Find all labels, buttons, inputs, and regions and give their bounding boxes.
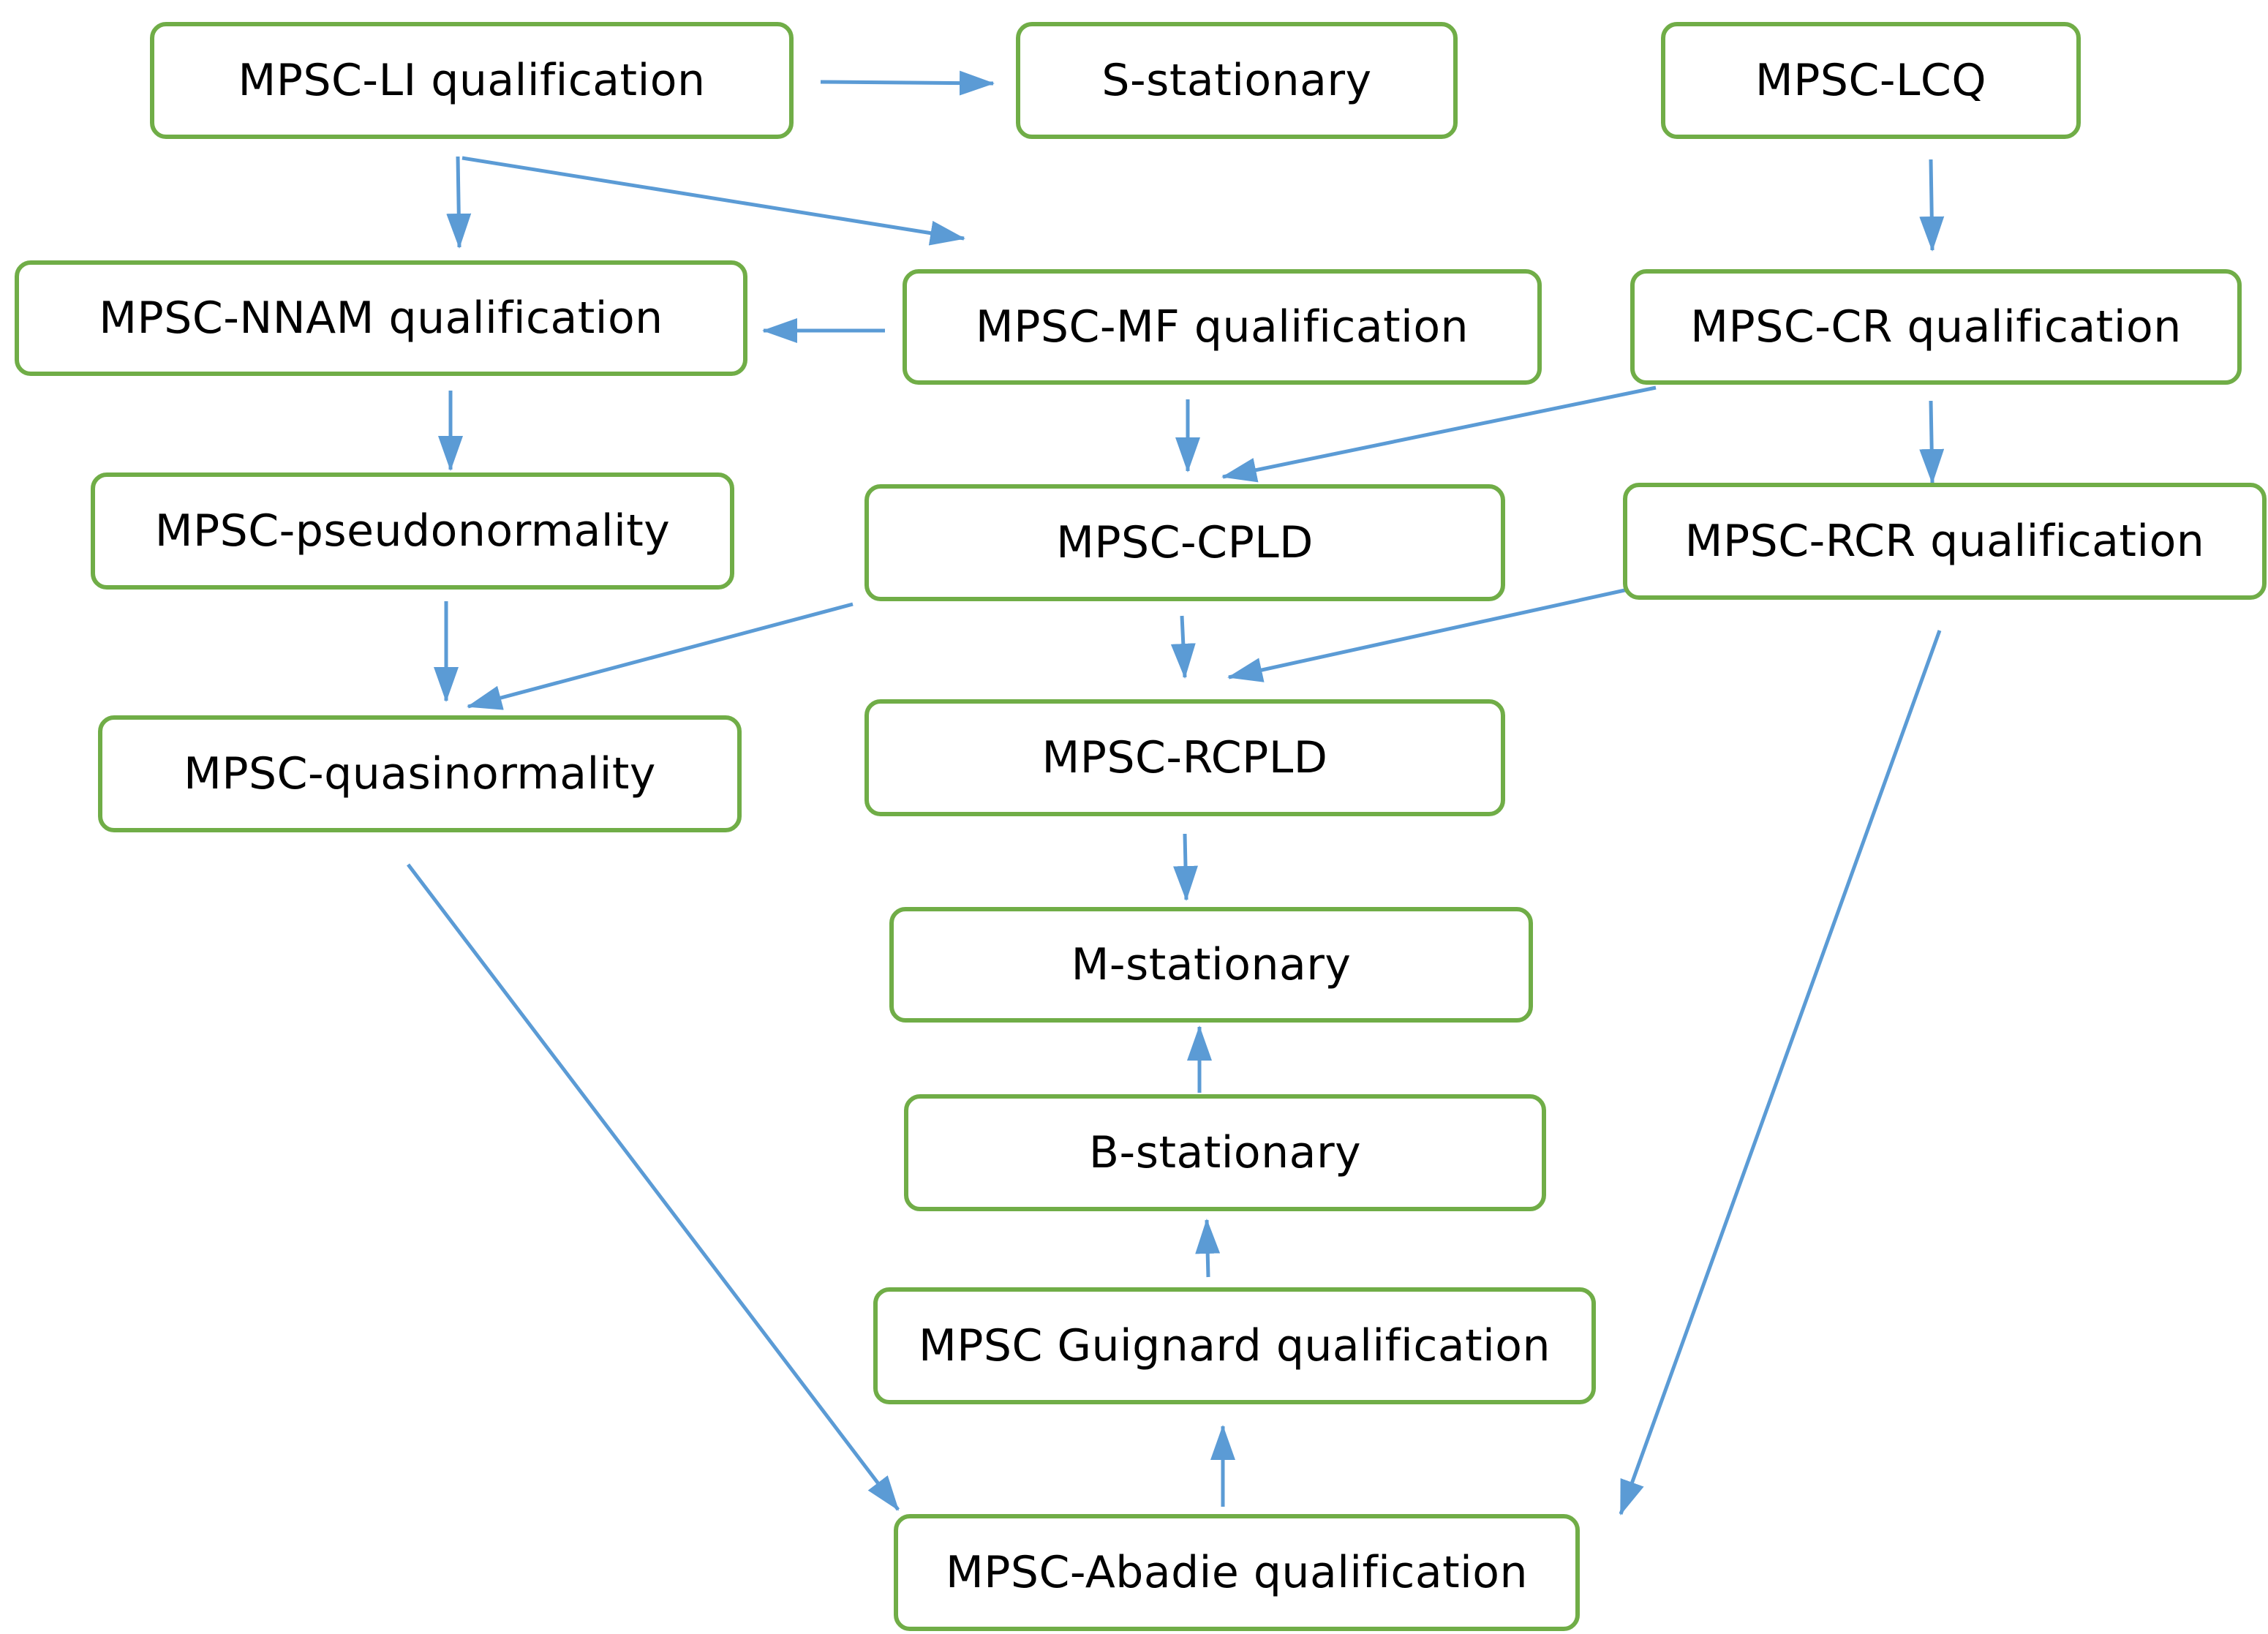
node-label: B-stationary <box>1088 1127 1362 1178</box>
arrow-quasi-to-abad <box>407 863 900 1511</box>
node-mpsc-lcq: MPSC-LCQ <box>1661 22 2081 139</box>
node-mpsc-abadie-qualification: MPSC-Abadie qualification <box>894 1514 1580 1631</box>
node-label: MPSC-LCQ <box>1755 55 1987 106</box>
node-label: MPSC-RCR qualification <box>1684 516 2205 567</box>
node-mpsc-quasinormality: MPSC-quasinormality <box>98 715 742 832</box>
arrow-cpld-to-quasi <box>467 602 854 710</box>
node-m-stationary: M-stationary <box>889 907 1533 1023</box>
node-label: MPSC-pseudonormality <box>154 505 671 557</box>
node-mpsc-cr-qualification: MPSC-CR qualification <box>1630 269 2242 385</box>
arrow-li-to-nnam <box>446 156 472 249</box>
node-mpsc-rcr-qualification: MPSC-RCR qualification <box>1623 483 2267 600</box>
arrow-cr-to-cpld <box>1221 385 1657 483</box>
node-label: MPSC-LI qualification <box>238 55 706 106</box>
node-b-stationary: B-stationary <box>904 1094 1546 1211</box>
arrow-li-to-sst <box>820 70 995 96</box>
node-mpsc-nnam-qualification: MPSC-NNAM qualification <box>15 260 747 376</box>
arrow-li-to-mf <box>461 156 965 246</box>
node-s-stationary: S-stationary <box>1016 22 1458 139</box>
arrow-rcpld-to-mst <box>1172 833 1198 901</box>
arrow-rcr-to-rcpld <box>1227 587 1629 682</box>
node-label: M-stationary <box>1071 939 1352 990</box>
node-label: MPSC-Abadie qualification <box>945 1547 1529 1598</box>
arrow-guig-to-bst <box>1195 1219 1221 1278</box>
arrow-lcq-to-cr <box>1919 159 1945 252</box>
node-mpsc-li-qualification: MPSC-LI qualification <box>150 22 794 139</box>
node-label: MPSC-CPLD <box>1056 517 1314 568</box>
node-mpsc-guignard-qualification: MPSC Guignard qualification <box>873 1287 1596 1404</box>
node-label: MPSC-MF qualification <box>975 301 1469 353</box>
node-label: MPSC-NNAM qualification <box>99 293 663 344</box>
arrow-cpld-to-rcpld <box>1170 615 1196 679</box>
node-label: S-stationary <box>1101 55 1372 106</box>
node-label: MPSC-quasinormality <box>184 748 656 799</box>
node-mpsc-mf-qualification: MPSC-MF qualification <box>903 269 1542 385</box>
node-label: MPSC-RCPLD <box>1041 732 1328 783</box>
node-label: MPSC-CR qualification <box>1690 301 2182 353</box>
node-mpsc-pseudonormality: MPSC-pseudonormality <box>91 472 734 590</box>
arrow-cr-to-rcr <box>1919 400 1945 484</box>
node-mpsc-rcpld: MPSC-RCPLD <box>864 699 1505 816</box>
node-mpsc-cpld: MPSC-CPLD <box>864 484 1505 601</box>
arrow-rcr-to-abad <box>1619 630 1942 1516</box>
node-label: MPSC Guignard qualification <box>918 1320 1551 1371</box>
